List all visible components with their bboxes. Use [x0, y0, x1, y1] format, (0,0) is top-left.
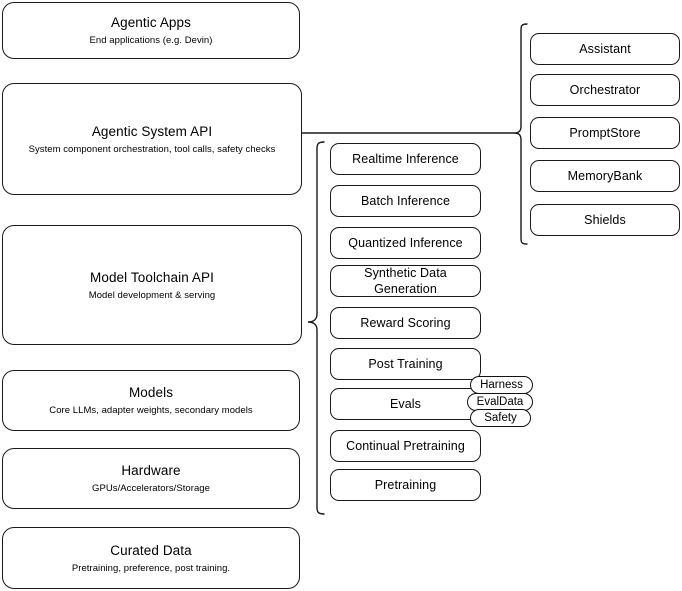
evals-pill-label: Harness: [480, 379, 523, 391]
layer-title: Model Toolchain API: [90, 269, 214, 285]
component-label: Shields: [584, 213, 626, 227]
component-box-promptstore[interactable]: PromptStore: [530, 117, 680, 149]
capability-label: Reward Scoring: [360, 316, 451, 330]
layer-title: Curated Data: [110, 542, 192, 558]
layer-subtitle: Core LLMs, adapter weights, secondary mo…: [49, 405, 253, 416]
toolchain-column-brace: [307, 141, 325, 515]
capability-box-pretraining[interactable]: Pretraining: [330, 469, 481, 501]
layer-box-models[interactable]: Models Core LLMs, adapter weights, secon…: [2, 370, 300, 431]
component-label: Orchestrator: [569, 83, 641, 97]
capability-box-evals[interactable]: Evals: [330, 388, 481, 420]
capability-box-batch-inference[interactable]: Batch Inference: [330, 185, 481, 217]
capability-label: Post Training: [368, 357, 443, 371]
component-label: MemoryBank: [567, 169, 643, 183]
layer-title: Models: [128, 385, 174, 400]
capability-box-realtime-inference[interactable]: Realtime Inference: [330, 143, 481, 175]
layer-title: Agentic System API: [91, 123, 213, 139]
layer-subtitle: GPUs/Accelerators/Storage: [92, 483, 210, 494]
capability-label: Synthetic Data Generation: [364, 266, 447, 296]
component-box-assistant[interactable]: Assistant: [530, 33, 680, 65]
system-column-brace: [513, 23, 528, 245]
capability-box-continual-pretraining[interactable]: Continual Pretraining: [330, 430, 481, 462]
capability-box-synthetic-data-generation[interactable]: Synthetic Data Generation: [330, 265, 481, 297]
component-label: PromptStore: [569, 126, 641, 140]
component-box-orchestrator[interactable]: Orchestrator: [530, 74, 680, 106]
evals-pill-harness[interactable]: Harness: [470, 376, 533, 394]
capability-label: Realtime Inference: [352, 152, 459, 166]
layer-box-agentic-system-api[interactable]: Agentic System API System component orch…: [2, 83, 302, 195]
layer-title: Agentic Apps: [110, 15, 191, 30]
evals-pill-label: Safety: [484, 412, 517, 424]
capability-label: Quantized Inference: [348, 236, 463, 250]
layer-box-agentic-apps[interactable]: Agentic Apps End applications (e.g. Devi…: [2, 2, 300, 59]
capability-box-quantized-inference[interactable]: Quantized Inference: [330, 227, 481, 259]
component-box-memorybank[interactable]: MemoryBank: [530, 160, 680, 192]
capability-label: Batch Inference: [360, 194, 451, 208]
layer-title: Hardware: [121, 463, 181, 478]
layer-box-hardware[interactable]: Hardware GPUs/Accelerators/Storage: [2, 448, 300, 509]
layer-subtitle: System component orchestration, tool cal…: [28, 143, 276, 155]
capability-label: Pretraining: [374, 478, 437, 492]
capability-label: Evals: [389, 397, 422, 411]
evals-pill-safety[interactable]: Safety: [470, 409, 531, 427]
evals-pill-label: EvalData: [476, 396, 524, 408]
layer-subtitle: Model development & serving: [88, 289, 216, 301]
component-box-shields[interactable]: Shields: [530, 204, 680, 236]
layer-box-model-toolchain-api[interactable]: Model Toolchain API Model development & …: [2, 225, 302, 345]
layer-subtitle: End applications (e.g. Devin): [89, 35, 213, 46]
capability-label: Continual Pretraining: [346, 439, 465, 453]
layer-subtitle: Pretraining, preference, post training.: [71, 562, 231, 574]
layer-box-curated-data[interactable]: Curated Data Pretraining, preference, po…: [2, 527, 300, 589]
capability-box-post-training[interactable]: Post Training: [330, 348, 481, 380]
component-label: Assistant: [579, 42, 631, 56]
capability-box-reward-scoring[interactable]: Reward Scoring: [330, 307, 481, 339]
